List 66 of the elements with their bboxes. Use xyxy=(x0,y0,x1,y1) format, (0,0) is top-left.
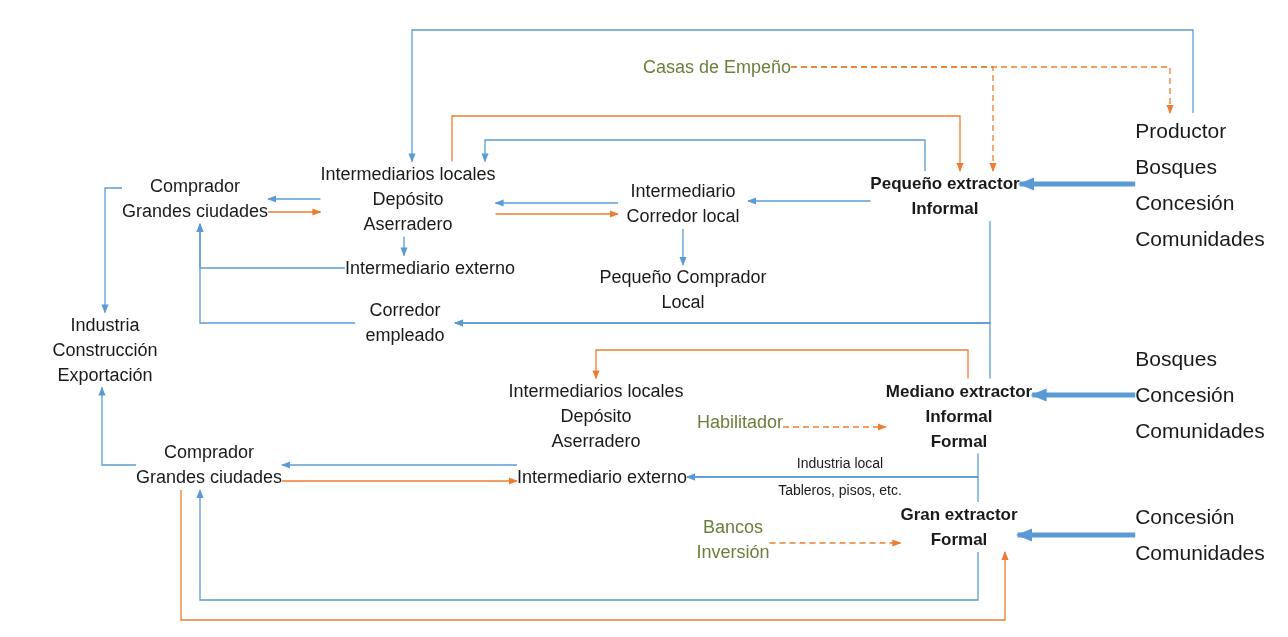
node-label: Concesión xyxy=(1135,504,1236,530)
arrow xyxy=(454,319,991,380)
node-label: Intermediario externo xyxy=(344,256,516,280)
node-label: Exportación xyxy=(56,363,154,387)
node-label: Bosques xyxy=(1135,154,1218,180)
node-label: Grandes ciudades xyxy=(121,200,269,223)
arrow xyxy=(98,386,137,466)
arrow xyxy=(196,489,979,601)
node-label: Intermediario externo xyxy=(516,465,688,489)
node-label: Informal xyxy=(924,405,994,428)
arrow xyxy=(481,139,926,172)
arrow xyxy=(782,423,887,431)
edge-label: Tableros, pisos, etc. xyxy=(776,482,904,498)
node-label: Gran extractor xyxy=(900,504,1018,526)
arrow xyxy=(408,29,1194,163)
arrow xyxy=(281,477,518,485)
node-label: Productor xyxy=(1135,118,1228,144)
arrow xyxy=(1016,528,1136,542)
node-label: Aserradero xyxy=(550,429,642,453)
node-label: Comunidades xyxy=(1135,418,1265,444)
node-label: Bosques xyxy=(1135,346,1218,372)
arrow xyxy=(1018,177,1136,191)
node-label: Depósito xyxy=(371,187,445,211)
arrow xyxy=(400,235,408,257)
arrow xyxy=(592,349,969,380)
node-label: Casas de Empeño xyxy=(642,55,792,79)
arrow xyxy=(180,489,1009,621)
node-label: Comunidades xyxy=(1135,226,1265,252)
arrow xyxy=(494,210,619,218)
arrow xyxy=(196,223,356,324)
arrow xyxy=(686,473,979,503)
node-label: Pequeño extractor xyxy=(870,173,1020,195)
node-label: Inversión xyxy=(696,541,770,564)
arrow xyxy=(1030,388,1136,402)
node-label: Mediano extractor xyxy=(885,380,1033,403)
arrow xyxy=(679,228,687,266)
node-label: Intermediarios locales xyxy=(320,162,496,186)
node-label: Intermediario xyxy=(629,180,737,203)
arrow xyxy=(267,195,322,203)
node-label: Comunidades xyxy=(1135,540,1265,566)
node-label: Grandes ciudades xyxy=(135,466,283,489)
arrow xyxy=(768,539,902,547)
node-label: Pequeño Comprador Local xyxy=(598,266,768,314)
node-label: Depósito xyxy=(559,404,633,428)
node-label: Habilitador xyxy=(697,410,783,434)
node-label: Aserradero xyxy=(362,212,454,236)
arrow xyxy=(747,197,871,205)
node-label: Corredor local xyxy=(625,205,741,228)
node-label: Comprador xyxy=(148,175,241,198)
arrow xyxy=(494,199,619,207)
arrow xyxy=(281,461,518,469)
arrow xyxy=(101,187,123,314)
node-label: Informal xyxy=(910,198,980,220)
node-label: Intermediarios locales xyxy=(508,379,684,403)
arrow xyxy=(790,66,997,172)
node-label: Construcción xyxy=(52,338,158,362)
node-label: Formal xyxy=(929,529,989,551)
arrow xyxy=(267,208,322,216)
node-label: Concesión xyxy=(1135,382,1236,408)
arrow xyxy=(451,115,964,172)
node-label: Concesión xyxy=(1135,190,1236,216)
node-label: Formal xyxy=(929,430,989,453)
node-label: Industria xyxy=(69,313,141,337)
node-label: Bancos xyxy=(702,516,764,539)
node-label: Comprador xyxy=(162,441,255,464)
node-label: Corredor empleado xyxy=(364,299,446,347)
